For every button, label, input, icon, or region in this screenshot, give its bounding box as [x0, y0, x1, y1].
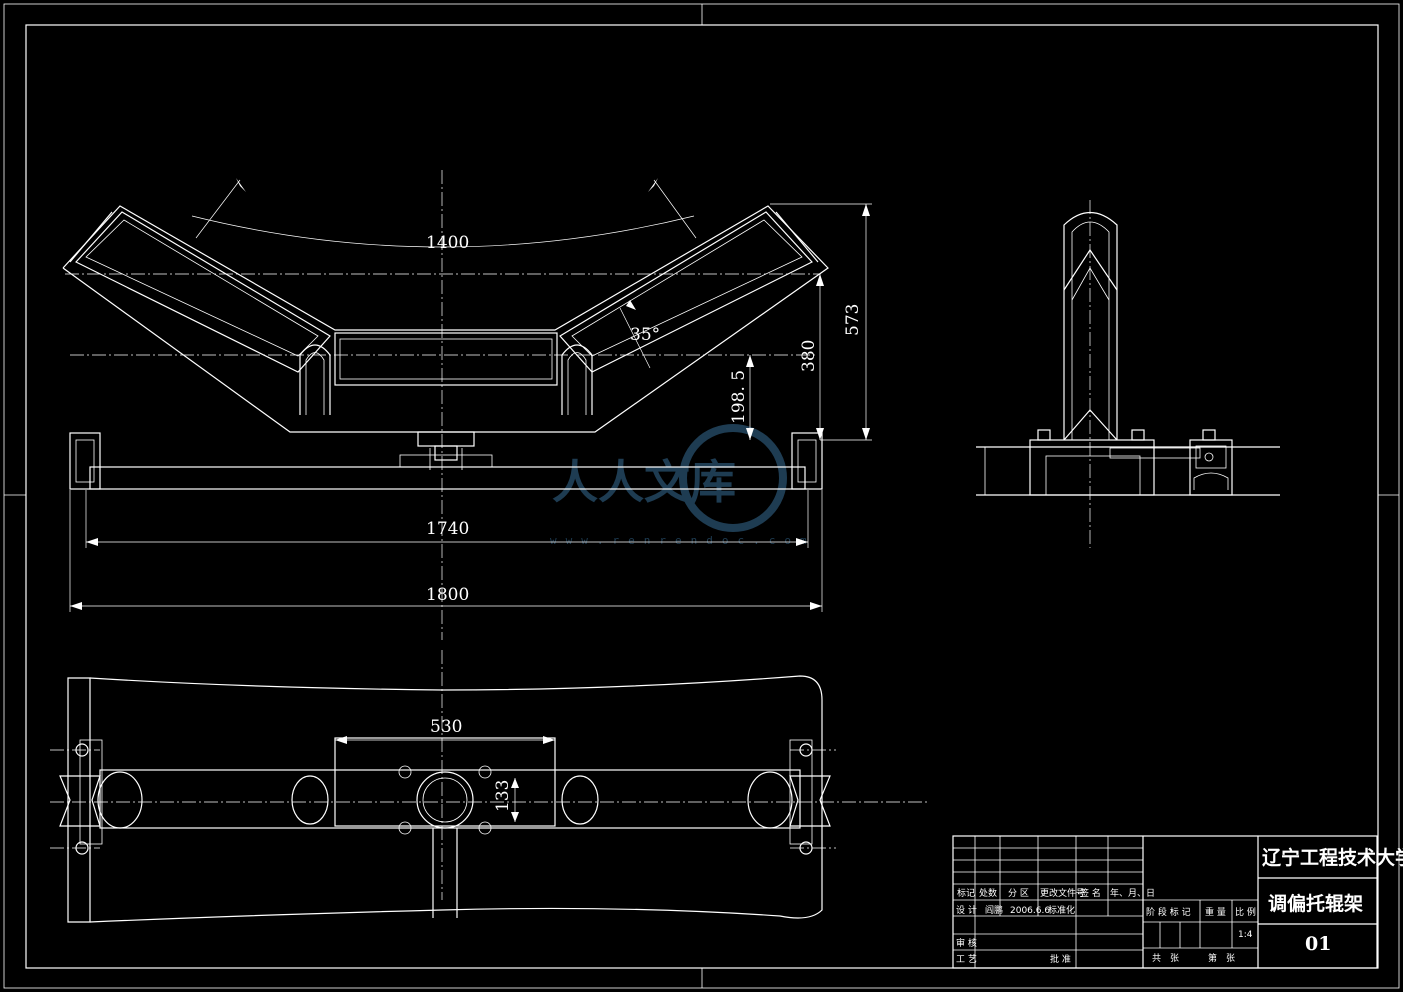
- front-view: 1400 35° 573 380 198. 5 1740 1800: [62, 170, 872, 640]
- tb-stage: 阶 段 标 记: [1146, 906, 1191, 918]
- tb-design-label: 设 计: [956, 904, 977, 916]
- tb-weight: 重 量: [1205, 906, 1226, 918]
- tb-count: 处数: [979, 887, 997, 899]
- tb-approve: 批 准: [1050, 953, 1071, 965]
- tb-institution: 辽宁工程技术大学: [1262, 846, 1403, 869]
- title-block: 标记 处数 分 区 更改文件号 签 名 年、月、日 设 计 阎鹏 2006.6.…: [952, 835, 1403, 969]
- watermark-text: 人人文库: [552, 455, 736, 509]
- dim-198: 198. 5: [729, 370, 749, 424]
- dim-angle: 35°: [630, 325, 660, 345]
- dim-133: 133: [493, 780, 513, 812]
- tb-zone: 分 区: [1008, 888, 1029, 899]
- tb-date-header: 年、月、日: [1110, 887, 1155, 899]
- tb-review: 审 核: [956, 937, 977, 949]
- drawing-frame: [3, 3, 1400, 989]
- dim-380: 380: [799, 340, 819, 372]
- watermark-url: www.renrendoc.com: [550, 534, 816, 547]
- top-view: 530 133: [50, 650, 930, 923]
- tb-sheets-total: 共 张: [1152, 953, 1179, 964]
- dim-1740: 1740: [426, 519, 469, 539]
- tb-designer: 阎鹏: [985, 904, 1003, 916]
- side-view: [976, 200, 1280, 548]
- tb-mark: 标记: [957, 887, 975, 899]
- tb-design-date: 2006.6.6: [1010, 906, 1050, 916]
- tb-change-doc: 更改文件号: [1040, 887, 1085, 899]
- dim-1800: 1800: [426, 585, 469, 605]
- tb-drawing-number: 01: [1305, 933, 1331, 955]
- watermark: 人人文库 www.renrendoc.com: [550, 424, 816, 547]
- tb-drawing-name: 调偏托辊架: [1268, 892, 1363, 915]
- tb-scale-value: 1:4: [1238, 930, 1253, 940]
- tb-standardization: 标准化: [1048, 904, 1075, 916]
- dim-530: 530: [430, 717, 462, 737]
- dim-573: 573: [843, 304, 863, 336]
- dim-1400: 1400: [426, 233, 469, 253]
- tb-sheet-no: 第 张: [1208, 952, 1235, 964]
- tb-signature: 签 名: [1080, 887, 1101, 899]
- tb-process: 工 艺: [956, 954, 977, 965]
- tb-scale-label: 比 例: [1235, 906, 1256, 918]
